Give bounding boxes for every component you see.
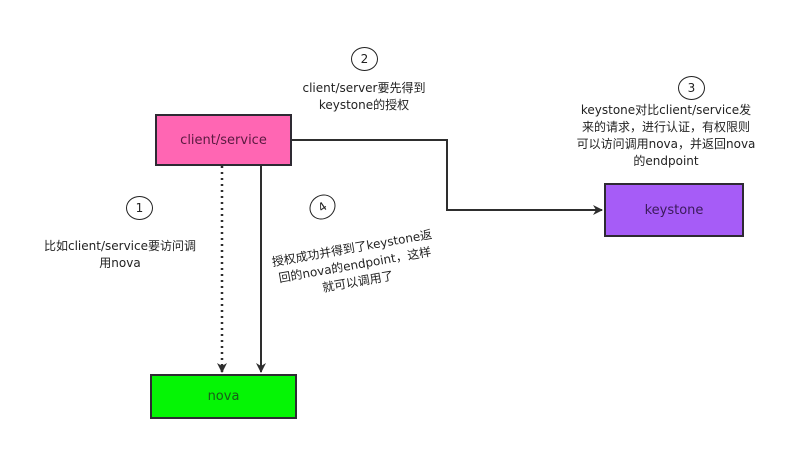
step-3-line-1: keystone对比client/service发 bbox=[580, 103, 752, 117]
step-3-number: 3 bbox=[687, 81, 696, 95]
keystone-node[interactable]: keystone bbox=[604, 183, 744, 237]
step-1-badge: 1 bbox=[126, 196, 153, 220]
step-3-line-3: 可以访问调用nova，并返回nova bbox=[576, 137, 756, 151]
edge-client-to-keystone bbox=[291, 139, 603, 215]
step-3-note: keystone对比client/service发 来的请求，进行认证，有权限则… bbox=[568, 102, 764, 170]
step-2-line-1: client/server要先得到 bbox=[302, 81, 426, 95]
step-3-line-2: 来的请求，进行认证，有权限则 bbox=[581, 120, 750, 134]
step-1-note: 比如client/service要访问调 用nova bbox=[40, 238, 200, 272]
step-4-number: 4 bbox=[315, 199, 330, 215]
nova-node[interactable]: nova bbox=[150, 374, 297, 419]
step-3-badge: 3 bbox=[678, 76, 705, 100]
step-1-line-2: 用nova bbox=[99, 256, 141, 270]
keystone-label: keystone bbox=[644, 202, 704, 218]
step-2-number: 2 bbox=[360, 52, 369, 66]
step-3-line-4: 的endpoint bbox=[633, 154, 699, 168]
step-2-note: client/server要先得到 keystone的授权 bbox=[290, 80, 438, 114]
client-service-node[interactable]: client/service bbox=[155, 114, 292, 166]
client-service-label: client/service bbox=[180, 132, 267, 148]
nova-label: nova bbox=[207, 389, 240, 404]
step-2-badge: 2 bbox=[351, 47, 378, 71]
step-2-line-2: keystone的授权 bbox=[318, 98, 410, 112]
step-1-number: 1 bbox=[135, 201, 144, 215]
step-1-line-1: 比如client/service要访问调 bbox=[44, 239, 196, 253]
